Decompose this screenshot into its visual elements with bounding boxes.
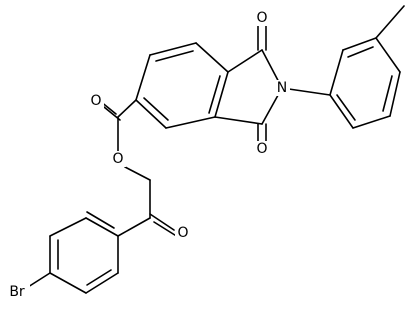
bond-o-ch2 bbox=[124, 166, 151, 181]
bond-methyl bbox=[375, 5, 405, 39]
atom-o-imide-top: O bbox=[254, 10, 270, 26]
bond-tolyl-2 bbox=[342, 37, 377, 51]
bond-tolyl-3 bbox=[375, 37, 401, 73]
bond-bromophenyl-2 bbox=[49, 217, 87, 237]
bond-ketone-co-a bbox=[149, 213, 175, 231]
bond-tolyl-1 bbox=[329, 49, 344, 96]
bond-tolyl-6 bbox=[329, 94, 354, 129]
bond-ring-left bbox=[135, 54, 151, 101]
atom-br-label: Br bbox=[9, 284, 25, 300]
bond-imide-c1 bbox=[227, 49, 263, 73]
bond-ring-fusion-inner bbox=[208, 75, 221, 114]
bond-ring-right-lower bbox=[165, 116, 216, 129]
bond-bromophenyl-4 bbox=[49, 272, 87, 294]
bond-tolyl-5 bbox=[352, 115, 391, 129]
bond-ring-top-inner bbox=[155, 50, 194, 62]
bonds-group bbox=[27, 5, 405, 294]
atom-n-imide-label: N bbox=[277, 80, 287, 96]
bond-bromophenyl-1 bbox=[85, 217, 119, 237]
bond-ring-bottom-left-inner bbox=[143, 97, 169, 121]
bond-ketone-co-b bbox=[153, 221, 179, 238]
atom-o-ester-link-label: O bbox=[112, 151, 123, 167]
atom-o-imide-bottom: O bbox=[254, 141, 270, 157]
bond-ring-top bbox=[149, 42, 197, 56]
bond-tolyl-2-inner bbox=[347, 46, 374, 58]
bond-imide-c3 bbox=[214, 116, 263, 125]
atom-o-ester-link: O bbox=[110, 151, 126, 167]
atom-o-ketone-label: O bbox=[177, 225, 188, 241]
bond-c-br bbox=[27, 272, 51, 288]
bond-tolyl-4-inner bbox=[382, 75, 393, 112]
bond-ring-right-upper bbox=[195, 42, 229, 73]
bond-tolyl-6-inner bbox=[336, 94, 356, 121]
bond-ring-fusion bbox=[214, 71, 229, 118]
atom-o-ester-carbonyl-label: O bbox=[90, 93, 101, 109]
atom-br: Br bbox=[4, 284, 30, 300]
atom-o-ketone: O bbox=[175, 225, 191, 241]
atom-n-imide: N bbox=[274, 80, 290, 96]
atom-o-imide-top-label: O bbox=[256, 10, 267, 26]
bond-bromophenyl-5-inner bbox=[86, 269, 112, 286]
atom-o-imide-bottom-label: O bbox=[256, 141, 267, 157]
atom-o-ester-carbonyl: O bbox=[88, 93, 104, 109]
bond-bromophenyl-1-inner bbox=[86, 211, 115, 229]
bond-cketone-aryl bbox=[117, 217, 151, 237]
bond-tolyl-4 bbox=[389, 71, 401, 117]
bond-ring-to-ester-c bbox=[117, 99, 137, 118]
bond-bromophenyl-5 bbox=[85, 272, 119, 294]
bond-ring-bottom-left bbox=[135, 99, 167, 129]
